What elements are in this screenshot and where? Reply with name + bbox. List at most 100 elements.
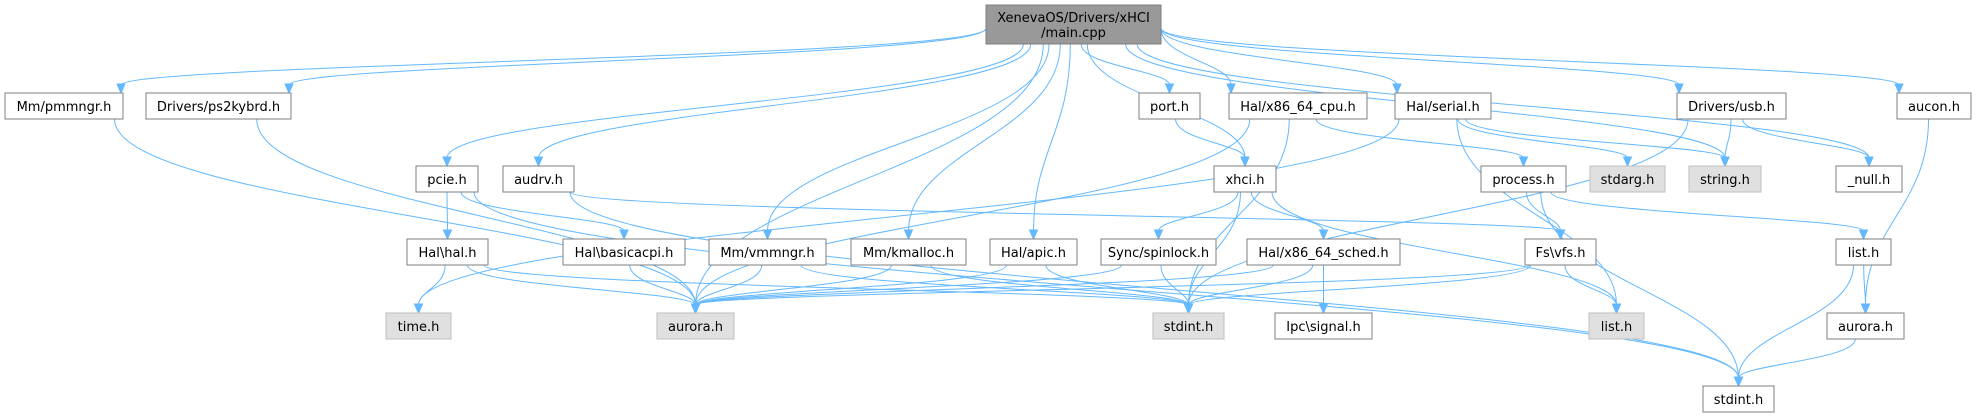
node-process[interactable]: process.h (1480, 165, 1567, 193)
edge-main-to-apic (1033, 43, 1071, 232)
edge-audrv-to-vfs (569, 191, 1561, 232)
node-string[interactable]: string.h (1688, 165, 1762, 193)
node-aurora2-label: aurora.h (1838, 320, 1893, 335)
node-stdint[interactable]: stdint.h (1152, 312, 1225, 340)
node-vfs[interactable]: Fs\vfs.h (1524, 238, 1597, 266)
node-stdarg[interactable]: stdarg.h (1589, 165, 1666, 193)
edges-layer (114, 27, 1930, 388)
edge-port-to-xhci (1175, 118, 1246, 159)
edge-kmalloc-to-stdint (930, 264, 1189, 306)
node-x86cpu[interactable]: Hal/x86_64_cpu.h (1228, 92, 1368, 120)
node-audrv-box (502, 165, 575, 193)
edge-serial-to-listh (1456, 118, 1617, 306)
edge-main-to-ps2kybrd (288, 27, 987, 86)
node-pcie-box (415, 165, 479, 193)
node-spinlock[interactable]: Sync/spinlock.h (1100, 238, 1217, 266)
node-serial-label: Hal/serial.h (1406, 100, 1479, 115)
node-serial[interactable]: Hal/serial.h (1394, 92, 1492, 120)
node-xhci[interactable]: xhci.h (1213, 165, 1277, 193)
arrowhead-sched-to-signal (1318, 303, 1329, 315)
node-apic-label: Hal/apic.h (1001, 246, 1066, 261)
node-aurora2[interactable]: aurora.h (1826, 312, 1905, 340)
node-main-label: XenevaOS/Drivers/xHCI (997, 11, 1150, 26)
arrowhead-process-to-vfs (1555, 229, 1566, 241)
arrowhead-main-to-serial (1392, 83, 1402, 95)
node-null-label: _null.h (1847, 173, 1891, 188)
edge-vfs-to-stdint (1188, 264, 1532, 306)
arrowhead-vfs-to-stdint (1183, 303, 1194, 315)
node-pmmngr[interactable]: Mm/pmmngr.h (4, 92, 124, 120)
edge-halhal-to-stdint (483, 264, 1189, 306)
arrowhead-serial-to-stdarg (1622, 156, 1633, 168)
arrowhead-main-to-kmalloc (903, 229, 914, 241)
node-main-box (985, 4, 1162, 45)
node-pcie-label: pcie.h (427, 173, 466, 188)
edge-x86cpu-to-aurora (695, 118, 1251, 306)
node-pmmngr-label: Mm/pmmngr.h (17, 100, 112, 115)
arrowhead-xhci-to-sched (1318, 229, 1329, 241)
node-vmmngr[interactable]: Mm/vmmngr.h (708, 238, 827, 266)
node-basicacpi[interactable]: Hal\basicacpi.h (562, 238, 686, 266)
arrowhead-usb-to-string (1720, 156, 1730, 168)
node-basicacpi-box (562, 238, 686, 266)
edge-main-to-pcie (446, 43, 1024, 159)
arrowhead-pcie-to-halhal (442, 229, 453, 241)
node-ps2kybrd[interactable]: Drivers/ps2kybrd.h (145, 92, 292, 120)
node-sched[interactable]: Hal/x86_64_sched.h (1246, 238, 1401, 266)
node-audrv[interactable]: audrv.h (502, 165, 575, 193)
node-apic[interactable]: Hal/apic.h (989, 238, 1078, 266)
node-listh2[interactable]: list.h (1835, 238, 1892, 266)
edge-vmmngr-to-stdint (800, 264, 1189, 306)
arrowhead-halhal-to-time (413, 303, 424, 315)
node-usb-box (1676, 92, 1787, 120)
node-aurora[interactable]: aurora.h (656, 312, 735, 340)
arrowhead-main-to-aucon (1894, 83, 1904, 95)
node-port[interactable]: port.h (1138, 92, 1201, 120)
node-stdint2[interactable]: stdint.h (1702, 385, 1775, 413)
node-aucon[interactable]: aucon.h (1896, 92, 1972, 120)
arrowhead-pcie-to-basicacpi (619, 229, 629, 241)
edge-main-to-pmmngr (120, 27, 987, 86)
edge-pcie-to-basicacpi (460, 191, 625, 232)
node-time-label: time.h (398, 320, 440, 335)
nodes-layer: XenevaOS/Drivers/xHCI/main.cppMm/pmmngr.… (4, 4, 1972, 413)
node-kmalloc[interactable]: Mm/kmalloc.h (850, 238, 967, 266)
node-signal-label: Ipc\signal.h (1286, 320, 1360, 335)
node-listh-box (1588, 312, 1645, 340)
edge-xhci-to-listh (1271, 191, 1617, 306)
node-pcie[interactable]: pcie.h (415, 165, 479, 193)
edge-apic-to-aurora (695, 264, 1007, 306)
node-vfs-label: Fs\vfs.h (1535, 246, 1585, 261)
arrowhead-xhci-to-spinlock (1153, 229, 1164, 241)
edge-serial-to-string (1465, 118, 1726, 159)
node-process-box (1480, 165, 1567, 193)
node-main[interactable]: XenevaOS/Drivers/xHCI/main.cpp (985, 4, 1162, 45)
edge-usb-to-stdint (1188, 118, 1689, 306)
arrowhead-main-to-audrv (533, 156, 544, 168)
edge-vmmngr-to-aurora (695, 264, 763, 306)
arrowhead-main-to-pcie (442, 156, 452, 168)
node-stdint-label: stdint.h (1164, 320, 1213, 335)
arrowhead-main-to-port (1164, 83, 1175, 95)
node-string-box (1688, 165, 1762, 193)
node-null[interactable]: _null.h (1835, 165, 1903, 193)
node-stdint2-label: stdint.h (1714, 393, 1763, 408)
node-halhal-label: Hal\hal.h (419, 246, 477, 261)
node-aucon-label: aucon.h (1908, 100, 1960, 115)
node-usb[interactable]: Drivers/usb.h (1676, 92, 1787, 120)
node-process-label: process.h (1492, 173, 1554, 188)
edge-process-to-stdint2 (1540, 191, 1739, 379)
node-xhci-box (1213, 165, 1277, 193)
node-listh[interactable]: list.h (1588, 312, 1645, 340)
node-signal[interactable]: Ipc\signal.h (1274, 312, 1373, 340)
edge-aucon-to-aurora2 (1865, 118, 1930, 306)
edge-audrv-to-stdint2 (569, 191, 1739, 379)
edge-spinlock-to-aurora (695, 264, 1122, 306)
node-spinlock-label: Sync/spinlock.h (1108, 246, 1209, 261)
node-halhal[interactable]: Hal\hal.h (406, 238, 489, 266)
edge-sched-to-aurora (695, 264, 1274, 306)
node-stdint2-box (1702, 385, 1775, 413)
edge-usb-to-null (1742, 118, 1870, 159)
node-time[interactable]: time.h (385, 312, 452, 340)
node-vfs-box (1524, 238, 1597, 266)
